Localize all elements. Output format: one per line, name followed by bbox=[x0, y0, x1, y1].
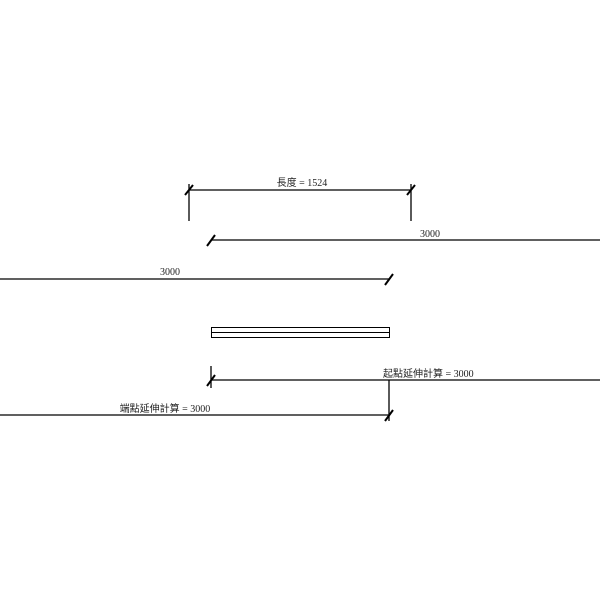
end-extension-label: 端點延伸計算 = 3000 bbox=[120, 402, 211, 415]
start-extension-label: 起點延伸計算 = 3000 bbox=[383, 367, 474, 380]
end-offset-label: 3000 bbox=[160, 267, 180, 278]
end-offset-dimension[interactable]: 3000 bbox=[0, 267, 394, 286]
length-dimension[interactable]: 長度 = 1524 bbox=[184, 176, 416, 221]
tick-mark bbox=[384, 409, 394, 422]
start-offset-label: 3000 bbox=[420, 229, 440, 240]
tick-mark bbox=[184, 184, 194, 196]
tick-mark bbox=[206, 234, 216, 247]
start-extension-dimension[interactable]: 起點延伸計算 = 3000 bbox=[206, 366, 600, 388]
length-label: 長度 = 1524 bbox=[277, 176, 328, 189]
tick-mark bbox=[406, 184, 416, 196]
start-offset-dimension[interactable]: 3000 bbox=[206, 229, 600, 247]
end-extension-dimension[interactable]: 端點延伸計算 = 3000 bbox=[0, 380, 394, 422]
tick-mark bbox=[384, 273, 394, 286]
beam-element[interactable] bbox=[211, 327, 390, 338]
tick-mark bbox=[206, 374, 216, 387]
